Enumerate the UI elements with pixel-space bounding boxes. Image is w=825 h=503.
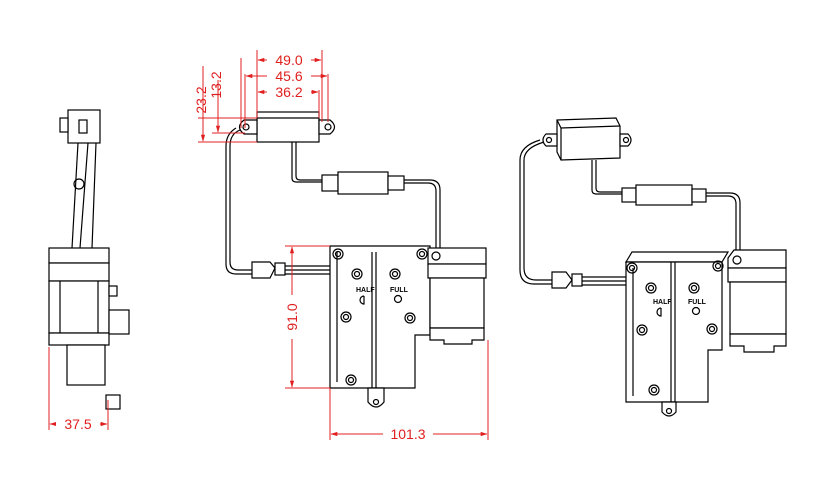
iso-fuse — [635, 184, 693, 206]
half-indicator — [359, 295, 365, 305]
dim-101-3: 101.3 — [390, 426, 425, 442]
dim-37-5: 37.5 — [64, 416, 91, 432]
dim-13-2: 13.2 — [208, 71, 224, 98]
wire-connector-tail — [274, 262, 286, 276]
label-full: FULL — [390, 287, 409, 294]
sensor-right-ear — [318, 119, 336, 135]
inline-fuse — [337, 171, 389, 195]
motor-band — [427, 263, 487, 279]
dim-45-6: 45.6 — [275, 68, 302, 84]
iso-sensor-module — [556, 117, 621, 161]
dim-91-0: 91.0 — [284, 303, 300, 330]
iso-fuse-end-left — [621, 187, 637, 203]
full-indicator — [393, 294, 403, 304]
iso-lock-body — [625, 261, 723, 403]
inline-fuse-end-right — [387, 175, 405, 191]
inline-fuse-end-left — [321, 174, 339, 192]
motor-body — [429, 277, 485, 329]
side-lock-body — [66, 344, 106, 386]
dim-23-2: 23.2 — [193, 86, 209, 113]
side-latch — [105, 394, 121, 410]
dim-36-2: 36.2 — [275, 84, 302, 100]
dim-49-0: 49.0 — [275, 52, 302, 68]
iso-screws — [626, 260, 724, 396]
side-view: 37.5 — [48, 109, 130, 432]
side-motor-cap — [48, 247, 110, 264]
screws — [332, 248, 428, 386]
side-lock-cam — [108, 309, 130, 335]
iso-motor-cap — [727, 249, 787, 269]
iso-motor-band — [727, 267, 787, 283]
front-view: HALF FULL 49.0 45.6 36.2 23. — [193, 50, 489, 442]
motor-base — [429, 327, 485, 345]
side-connector-tab — [59, 117, 69, 133]
motor-cap — [427, 247, 487, 265]
iso-fuse-end-right — [691, 188, 707, 203]
side-motor-band — [48, 262, 110, 282]
side-connector-window — [78, 119, 88, 134]
iso-lock-top — [624, 251, 730, 263]
latch-tab — [367, 387, 385, 408]
iso-wire-connector-tail — [571, 273, 583, 287]
isometric-view: HALF FULL — [519, 117, 787, 417]
sensor-module — [256, 111, 320, 143]
side-motor-base — [48, 332, 110, 346]
sensor-left-ear — [238, 119, 258, 135]
wire-connector — [251, 261, 276, 279]
label-half: HALF — [356, 287, 375, 294]
iso-motor-base — [729, 333, 787, 353]
iso-label-full: FULL — [688, 299, 707, 306]
iso-motor-body — [729, 281, 787, 335]
side-motor-body — [48, 280, 110, 334]
iso-label-half: HALF — [653, 299, 672, 306]
iso-wire-connector — [551, 271, 573, 289]
